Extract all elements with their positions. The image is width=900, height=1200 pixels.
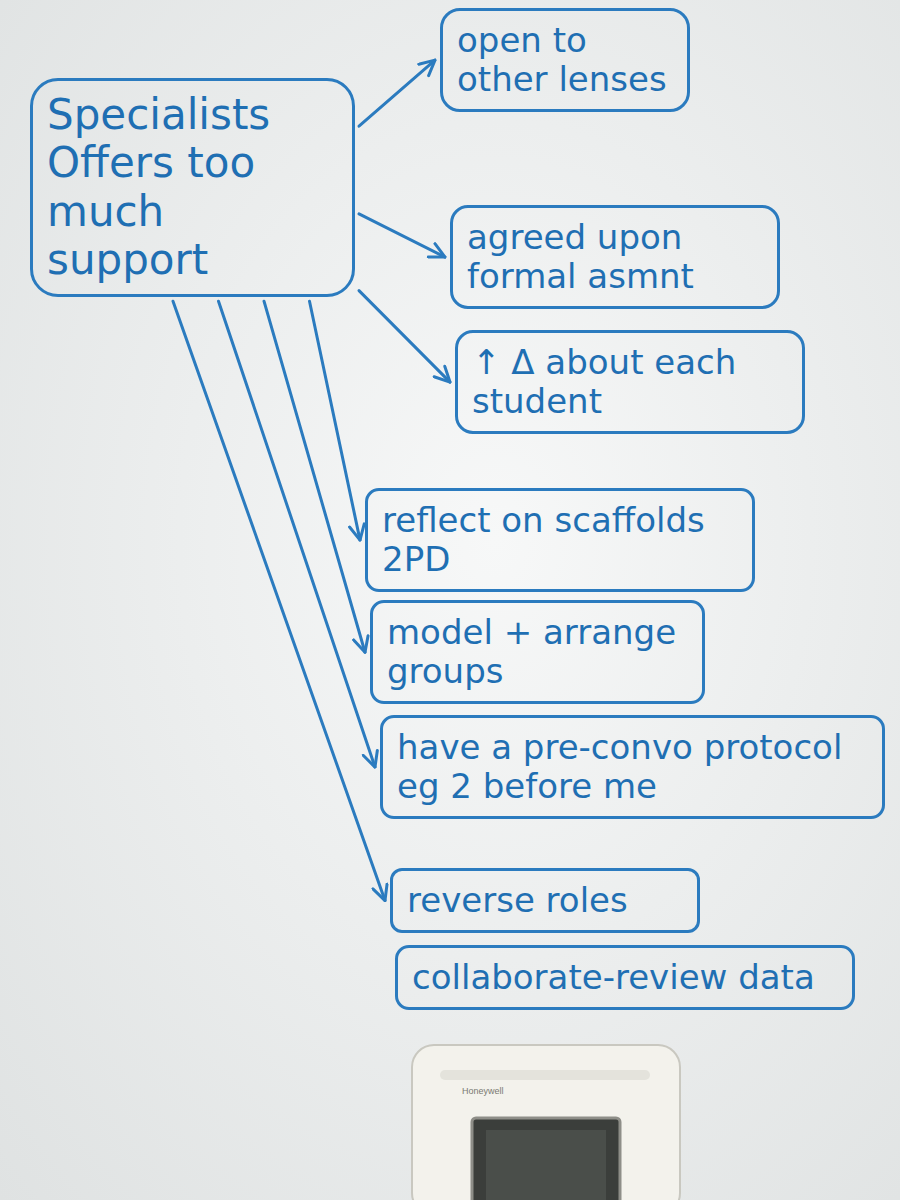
arrow (359, 291, 450, 382)
box-text: reflect on scaffolds 2PD (382, 501, 738, 579)
box-text: ↑ Δ about each student (472, 343, 788, 421)
topic-box: Specialists Offers too much support (30, 78, 355, 297)
box-text: model + arrange groups (387, 613, 688, 691)
box-text: have a pre-convo protocol eg 2 before me (397, 728, 868, 806)
thermostat-display (486, 1130, 606, 1200)
box-text: reverse roles (407, 881, 683, 920)
box-text: agreed upon formal asmnt (467, 218, 763, 296)
idea-box: ↑ Δ about each student (455, 330, 805, 434)
idea-box: agreed upon formal asmnt (450, 205, 780, 309)
arrow (359, 214, 445, 257)
arrow (359, 60, 435, 126)
idea-box: open to other lenses (440, 8, 690, 112)
brand-label: Honeywell (462, 1086, 504, 1096)
box-text: open to other lenses (457, 21, 673, 99)
arrow (219, 301, 376, 767)
idea-box: have a pre-convo protocol eg 2 before me (380, 715, 885, 819)
idea-box: reverse roles (390, 868, 700, 933)
arrow (310, 301, 361, 540)
idea-box: collaborate-review data (395, 945, 855, 1010)
thermostat-body (412, 1045, 680, 1200)
idea-box: model + arrange groups (370, 600, 705, 704)
box-text: Specialists Offers too much support (47, 91, 338, 284)
idea-box: reflect on scaffolds 2PD (365, 488, 755, 592)
arrow (173, 301, 385, 900)
box-text: collaborate-review data (412, 958, 838, 997)
thermostat-screen (472, 1118, 620, 1200)
thermostat-top-bar (440, 1070, 650, 1080)
